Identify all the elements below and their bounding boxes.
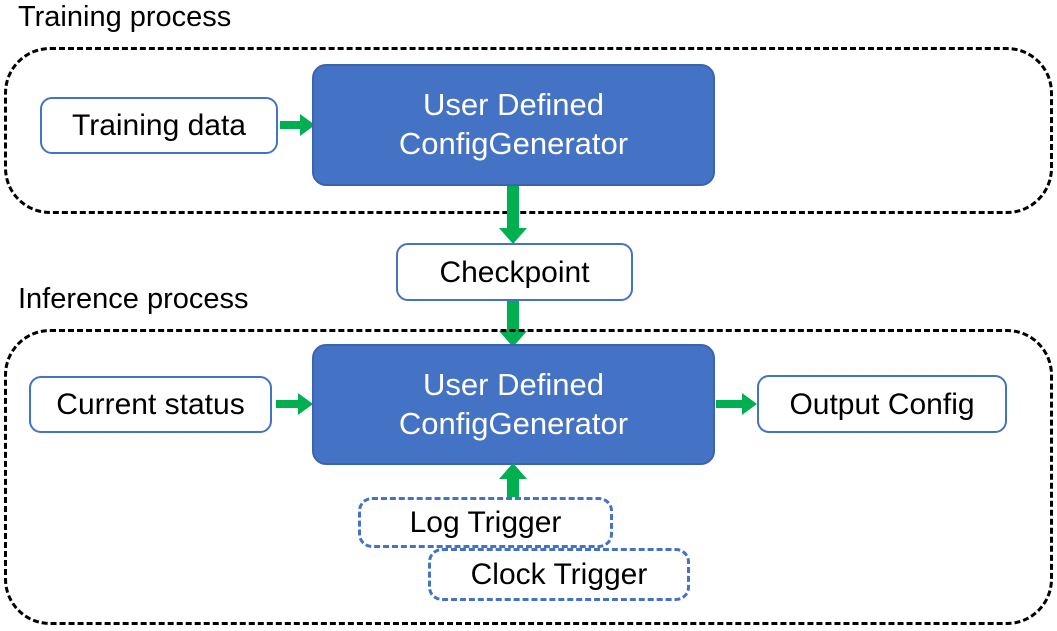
arrow-triggers-to-generator	[498, 463, 528, 499]
node-inference-config-generator[interactable]: User Defined ConfigGenerator	[312, 344, 715, 465]
node-checkpoint-label: Checkpoint	[439, 255, 590, 289]
arrow-current-status-to-generator	[276, 391, 314, 419]
arrow-checkpoint-to-inference-generator	[498, 301, 528, 348]
node-training-data-label: Training data	[72, 109, 246, 142]
inference-process-caption: Inference process	[18, 283, 249, 315]
inference-process-container	[4, 329, 1053, 625]
node-training-config-generator-line1: User Defined	[423, 87, 604, 123]
node-clock-trigger[interactable]: Clock Trigger	[428, 548, 690, 601]
node-inference-config-generator-line1: User Defined	[423, 366, 604, 402]
node-clock-trigger-label: Clock Trigger	[470, 557, 648, 591]
node-log-trigger-label: Log Trigger	[409, 505, 562, 539]
node-output-config-label: Output Config	[789, 387, 975, 421]
training-process-caption: Training process	[18, 1, 232, 33]
node-output-config[interactable]: Output Config	[757, 375, 1007, 433]
node-training-config-generator[interactable]: User Defined ConfigGenerator	[312, 64, 715, 186]
training-process-container	[4, 47, 1053, 214]
node-checkpoint[interactable]: Checkpoint	[396, 243, 633, 301]
arrow-generator-to-output-config	[716, 391, 758, 419]
arrow-training-data-to-generator	[280, 112, 316, 140]
arrow-generator-to-checkpoint	[498, 186, 528, 246]
node-current-status[interactable]: Current status	[29, 376, 272, 433]
node-current-status-label: Current status	[56, 388, 245, 421]
node-training-config-generator-line2: ConfigGenerator	[398, 126, 629, 161]
node-training-data[interactable]: Training data	[40, 97, 278, 154]
node-log-trigger[interactable]: Log Trigger	[358, 497, 613, 548]
node-inference-config-generator-line2: ConfigGenerator	[398, 405, 629, 441]
